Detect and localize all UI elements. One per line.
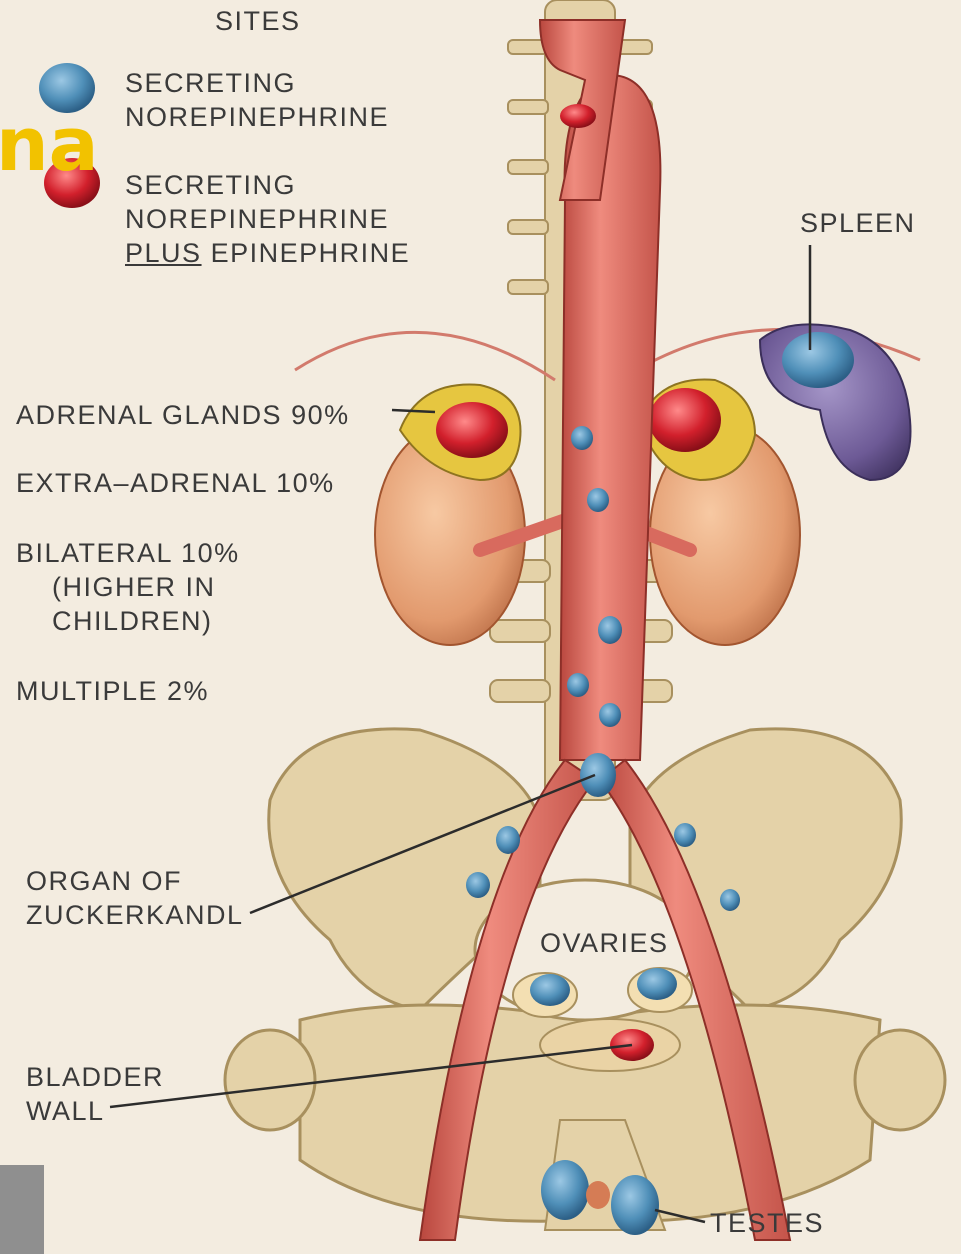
multiple-label: MULTIPLE 2% [16, 674, 209, 708]
legend-heading: SITES [215, 4, 301, 38]
adrenal-glands-label: ADRENAL GLANDS 90% [16, 398, 350, 432]
left-adrenal-tumor [436, 402, 508, 458]
spleen-label: SPLEEN [800, 206, 916, 240]
bilateral-label-line1: BILATERAL 10% [16, 536, 240, 570]
title-fragment: na [0, 108, 99, 182]
epinephrine-text: EPINEPHRINE [211, 238, 411, 268]
gray-patch [0, 1165, 44, 1254]
legend-item1-line1: SECRETING [125, 66, 296, 100]
rib-left [295, 332, 555, 380]
plus-underlined: PLUS [125, 238, 202, 268]
extra-adrenal-label: EXTRA–ADRENAL 10% [16, 466, 335, 500]
legend-item2-line3: PLUS EPINEPHRINE [125, 236, 410, 270]
spleen-tumor [782, 332, 854, 388]
left-testis [541, 1160, 589, 1220]
legend-item2-line2: NOREPINEPHRINE [125, 202, 389, 236]
bilateral-label-line2: (HIGHER IN [52, 570, 216, 604]
legend-item2-line1: SECRETING [125, 168, 296, 202]
organ-of-zuckerkandl-line2: ZUCKERKANDL [26, 898, 244, 932]
testis-center [586, 1181, 610, 1209]
arch-red-tumor [560, 104, 596, 128]
bladder-wall-line1: BLADDER [26, 1060, 164, 1094]
right-ovary-tumor [637, 968, 677, 1000]
ovaries-label: OVARIES [540, 926, 669, 960]
testes-label: TESTES [710, 1206, 824, 1240]
bilateral-label-line3: CHILDREN) [52, 604, 213, 638]
left-ovary-tumor [530, 974, 570, 1006]
bladder-wall-line2: WALL [26, 1094, 105, 1128]
legend-item1-line2: NOREPINEPHRINE [125, 100, 389, 134]
right-testis [611, 1175, 659, 1235]
right-adrenal-tumor [649, 388, 721, 452]
organ-of-zuckerkandl-line1: ORGAN OF [26, 864, 182, 898]
